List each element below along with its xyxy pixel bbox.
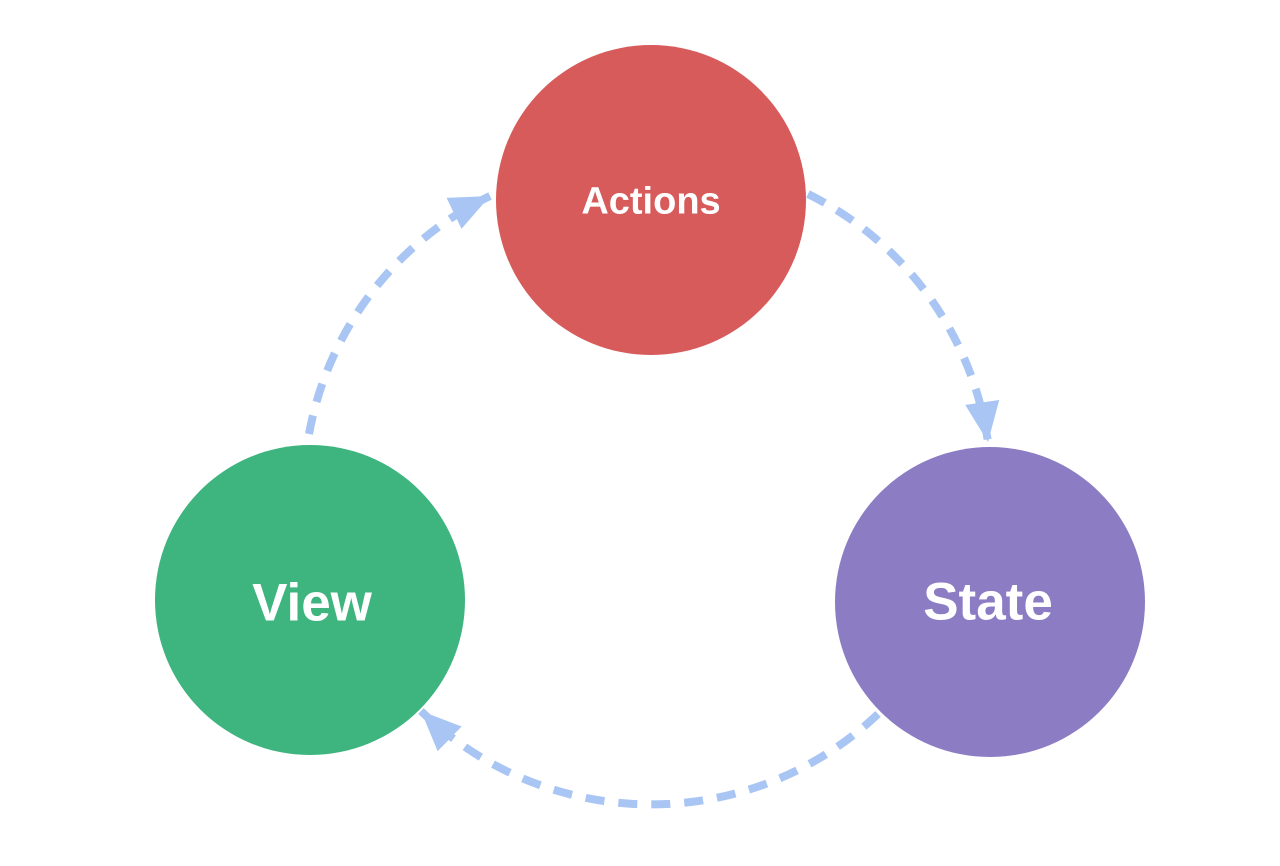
actions-label: Actions: [581, 180, 720, 222]
node-state: State: [835, 447, 1145, 757]
view-label: View: [252, 574, 373, 633]
edge-view-to-actions: [305, 192, 492, 435]
state-label: State: [923, 573, 1053, 632]
node-view: View: [155, 445, 465, 755]
actions-circle: [496, 45, 806, 355]
node-actions: Actions: [496, 45, 806, 355]
state-circle: [835, 447, 1145, 757]
edge-actions-to-state: [806, 190, 1000, 443]
edge-state-to-view: [418, 708, 881, 809]
view-circle: [155, 445, 465, 755]
